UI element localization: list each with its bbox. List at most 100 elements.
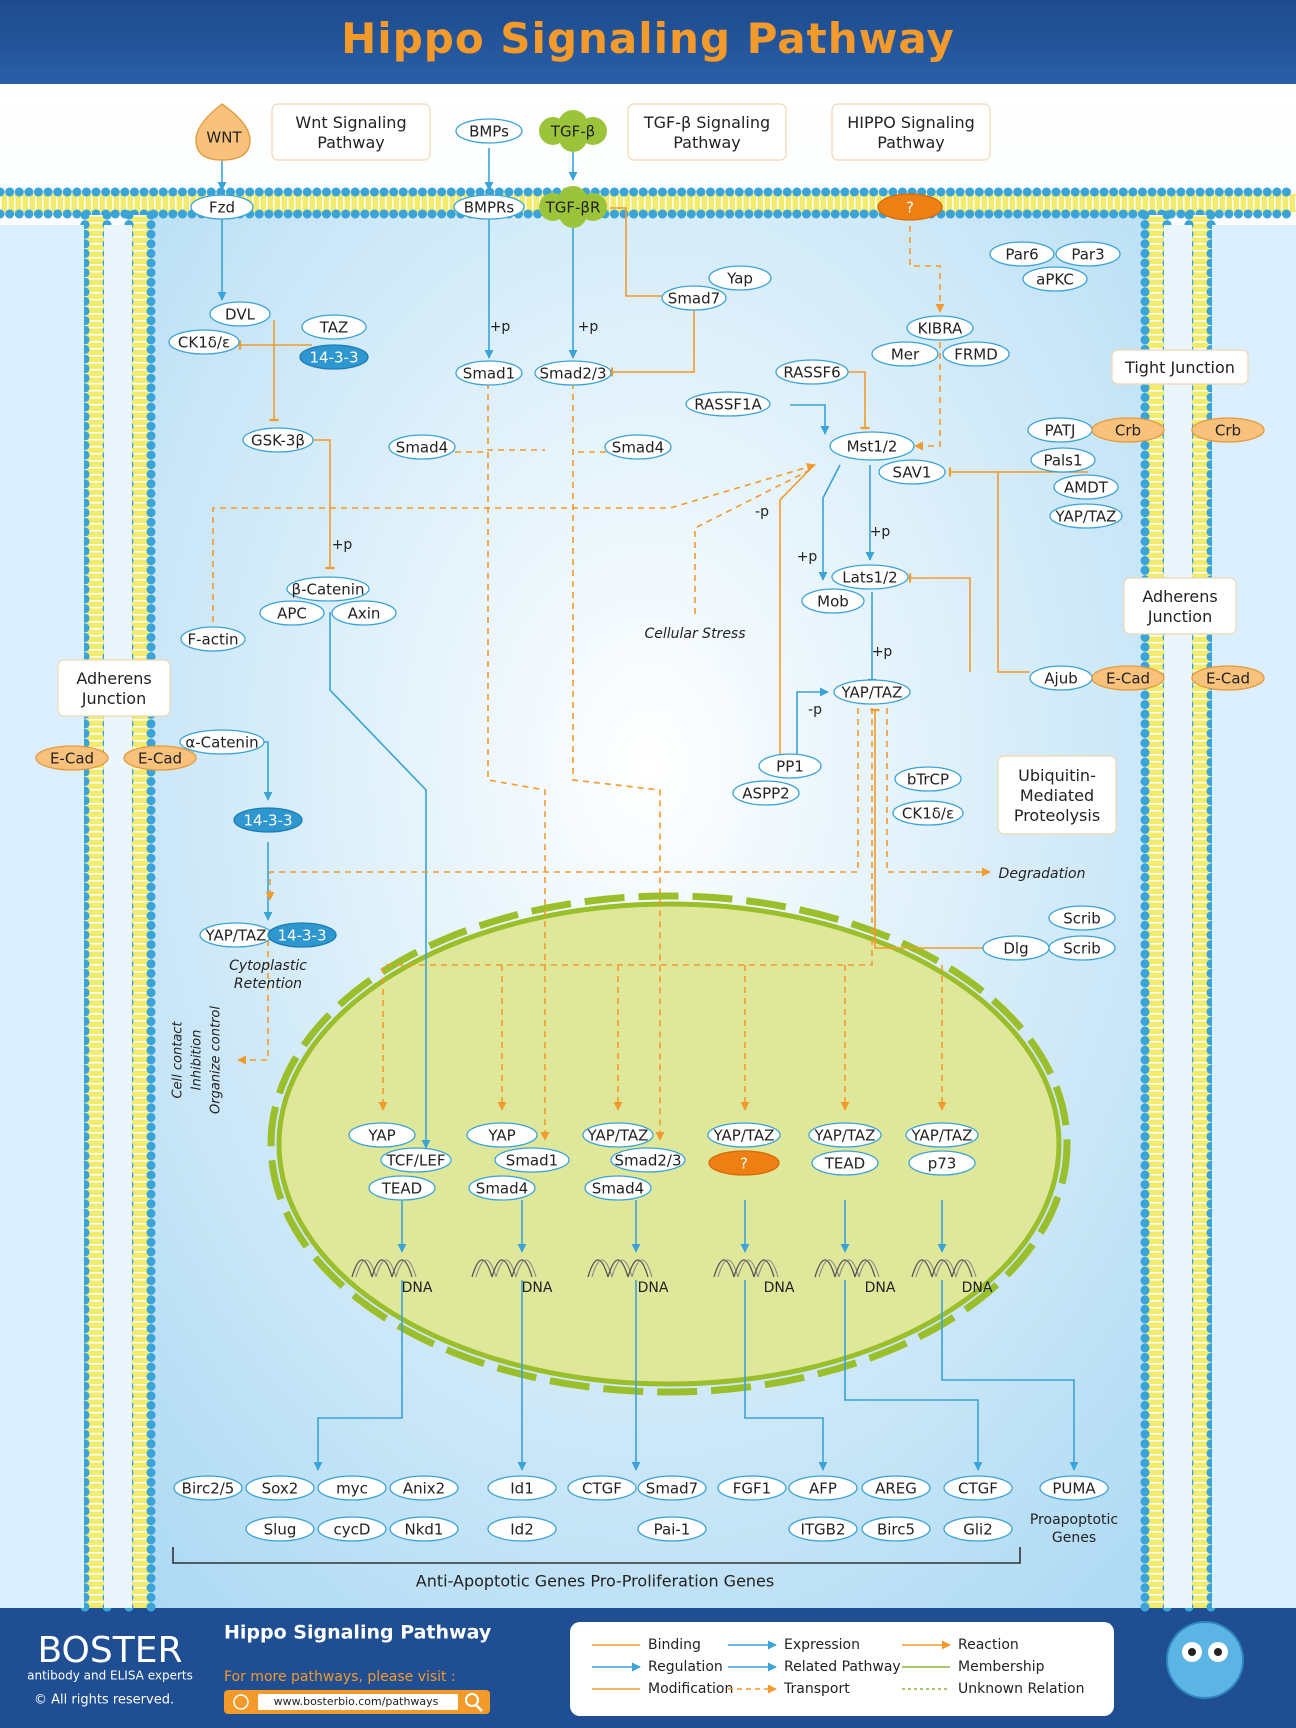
- nuclear-node: [468, 1175, 536, 1201]
- node-label: Birc2/5: [182, 1480, 235, 1498]
- node-label: Smad1: [463, 365, 515, 383]
- right-cell: [1212, 225, 1296, 1608]
- legend-box: [570, 1622, 1114, 1716]
- node-label: Fzd: [209, 199, 235, 217]
- legend-label: Regulation: [648, 1659, 723, 1675]
- node-label: CK1δ/ε: [902, 805, 954, 823]
- node-yap-top: Yap: [708, 265, 772, 291]
- node-label: FRMD: [954, 346, 998, 364]
- pp1-to-mst: [779, 463, 816, 776]
- nuclear-node: [466, 1122, 538, 1148]
- dna4-to-afp: [744, 1280, 828, 1471]
- legend-label: Modification: [648, 1681, 733, 1697]
- node-gene-r1-7: FGF1: [717, 1475, 787, 1501]
- node-smad7-top: Smad7: [661, 285, 727, 311]
- node-label: E-Cad: [1106, 670, 1150, 688]
- node-bmps: BMPs: [455, 118, 523, 144]
- node-label: TAZ: [319, 319, 349, 337]
- node-patj: PATJ: [1027, 417, 1093, 443]
- nuclear-node-label: YAP/TAZ: [713, 1127, 775, 1145]
- node-label: ASPP2: [742, 785, 789, 803]
- node-label: Slug: [264, 1521, 297, 1539]
- node-label: Birc5: [877, 1521, 915, 1539]
- smad1-dash: [487, 372, 545, 451]
- node-label: FGF1: [733, 1480, 771, 1498]
- dna-label: DNA: [402, 1280, 433, 1296]
- legend-label: Binding: [648, 1637, 701, 1653]
- node-label: RASSF1A: [694, 396, 762, 414]
- smad7-inhibits-smad23: [610, 310, 695, 377]
- node-label: Smad4: [396, 439, 448, 457]
- cytoplastic-label: Cytoplastic: [229, 958, 307, 974]
- left-cell: [0, 225, 84, 1608]
- url-text: www.bosterbio.com/pathways: [274, 1695, 439, 1708]
- nuclear-node-label: ?: [740, 1155, 748, 1173]
- node-label: Crb: [1115, 422, 1141, 440]
- node-ecad-l2: E-Cad: [123, 745, 197, 771]
- node-label: Scrib: [1063, 940, 1101, 958]
- url-field[interactable]: [258, 1694, 458, 1710]
- node-gene-r2-6: Birc5: [861, 1516, 931, 1542]
- nuclear-node-label: p73: [928, 1155, 957, 1173]
- node-label: DVL: [225, 306, 256, 324]
- nuclear-node: [610, 1147, 686, 1173]
- node-label: Par3: [1071, 246, 1104, 264]
- ajub-branch: [997, 471, 1088, 673]
- node-label: GSK-3β: [251, 432, 305, 450]
- pp1-to-yaptaz: [796, 687, 829, 760]
- dna-label: DNA: [638, 1280, 669, 1296]
- node-crb2: Crb: [1191, 417, 1265, 443]
- nuclear-node: [368, 1175, 436, 1201]
- node-label: Dlg: [1003, 940, 1028, 958]
- node-gene-r1-4: Id1: [487, 1475, 557, 1501]
- node-label: 14-3-3: [310, 349, 359, 367]
- dna-helix: [587, 1259, 653, 1278]
- node-gene-r2-3: Id2: [487, 1516, 557, 1542]
- gsk-to-bcatenin: [312, 439, 335, 570]
- node-fourteen-c: 14-3-3: [267, 922, 337, 948]
- nuclear-node: [380, 1147, 452, 1173]
- node-label: Par6: [1005, 246, 1038, 264]
- node-label: WNT: [206, 129, 242, 147]
- nuclear-node: [494, 1147, 570, 1173]
- nuclear-node-label: TCF/LEF: [386, 1152, 446, 1170]
- node-gene-r1-3: Anix2: [389, 1475, 459, 1501]
- node-smad4-b: Smad4: [604, 434, 672, 460]
- node-axin: Axin: [331, 600, 397, 626]
- node-label: Axin: [348, 605, 381, 623]
- bcatenin-to-tcflef: [329, 612, 431, 1149]
- node-label: ITGB2: [800, 1521, 845, 1539]
- nuclear-node-label: TEAD: [824, 1155, 865, 1173]
- phospho-label: +p: [872, 644, 893, 660]
- node-label: KIBRA: [918, 320, 963, 338]
- dna-helix: [471, 1259, 537, 1278]
- dna5-to-ctgf: [844, 1280, 983, 1471]
- legend-label: Expression: [784, 1637, 860, 1653]
- search-icon[interactable]: [465, 1693, 479, 1707]
- node-label: Pals1: [1043, 452, 1082, 470]
- node-apc: APC: [259, 600, 325, 626]
- degradation-label: Degradation: [999, 866, 1086, 882]
- node-label: TGF-βR: [545, 199, 601, 217]
- node-ajub: Ajub: [1029, 665, 1093, 691]
- node-factin: F-actin: [180, 626, 246, 652]
- nuclear-node-label: YAP: [367, 1127, 395, 1145]
- intercellular-gap-right: [1164, 225, 1192, 1608]
- organize-label: Organize control: [209, 1006, 224, 1114]
- bracket-label: Anti-Apoptotic Genes Pro-Proliferation G…: [416, 1572, 774, 1591]
- nuclear-node-label: Smad1: [506, 1152, 558, 1170]
- smad23-to-nucleus: [572, 372, 665, 1141]
- node-label: Gli2: [963, 1521, 993, 1539]
- nuclear-node-label: YAP/TAZ: [911, 1127, 973, 1145]
- node-sav1: SAV1: [878, 459, 946, 485]
- brand-logo: BOSTER: [37, 1630, 182, 1671]
- node-smad23: Smad2/3: [534, 360, 612, 386]
- node-label: YAP/TAZ: [1055, 508, 1117, 526]
- intercellular-gap-left: [104, 225, 132, 1608]
- dna-label: DNA: [764, 1280, 795, 1296]
- globe-icon: [233, 1694, 249, 1710]
